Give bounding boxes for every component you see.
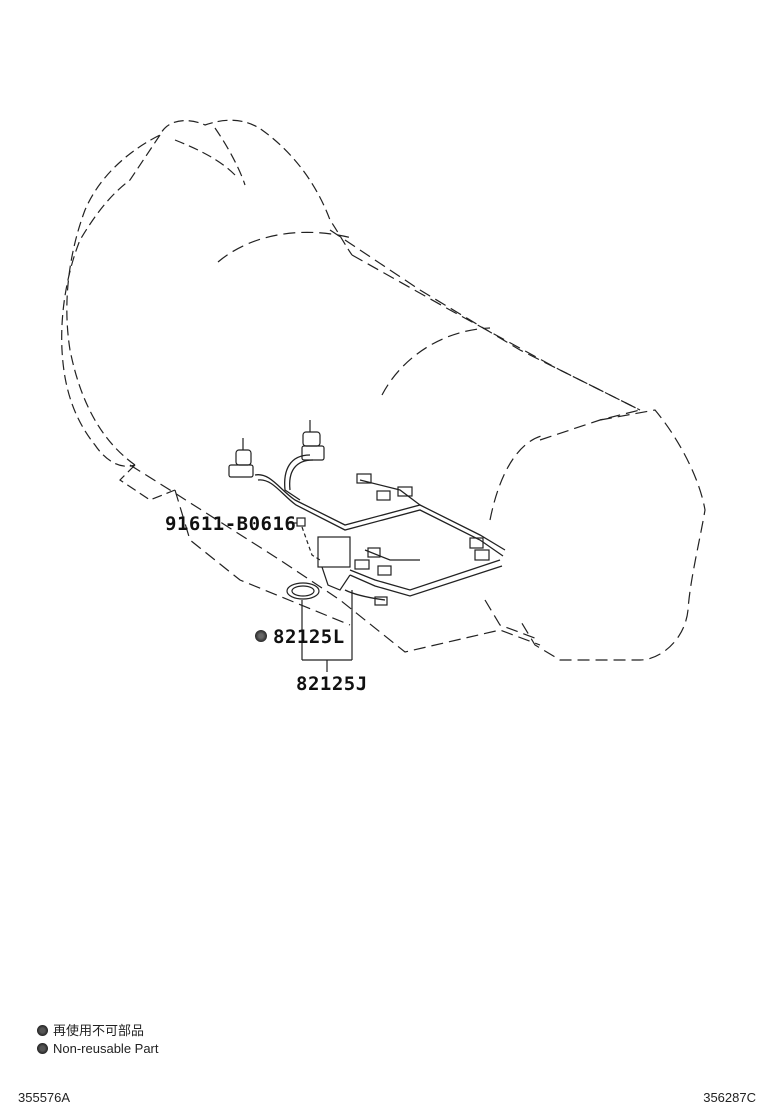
part-label-harness[interactable]: 82125J — [296, 673, 368, 695]
legend-japanese-text: 再使用不可部品 — [53, 1023, 145, 1038]
part-label-bolt[interactable]: 91611-B0616 — [165, 513, 297, 535]
harness-connector-body — [317, 536, 351, 591]
leader-lines — [288, 522, 353, 672]
footer-left-code: 355576A — [18, 1090, 71, 1105]
sensor-right — [301, 420, 325, 461]
part-label-gasket-text: 82125L — [273, 626, 345, 648]
part-label-gasket[interactable]: 82125L — [255, 626, 345, 648]
gasket-ring — [286, 582, 320, 600]
legend-english-text: Non-reusable Part — [53, 1041, 159, 1056]
non-reusable-icon — [37, 1043, 48, 1054]
legend-japanese: 再使用不可部品 — [37, 1020, 144, 1039]
case-top-edge — [329, 229, 641, 411]
footer-right-code: 356287C — [703, 1090, 756, 1105]
non-reusable-icon — [37, 1025, 48, 1036]
non-reusable-icon — [255, 630, 267, 642]
oil-pan-outline — [129, 464, 541, 653]
bell-housing-scallop — [61, 134, 161, 467]
harness-connectors — [354, 473, 490, 606]
sensor-left — [228, 438, 254, 478]
bell-housing-outline — [66, 119, 353, 466]
legend-english: Non-reusable Part — [37, 1041, 159, 1056]
wire-harness — [254, 454, 506, 601]
bolt-part — [296, 517, 321, 561]
extension-housing-outline — [519, 409, 706, 661]
